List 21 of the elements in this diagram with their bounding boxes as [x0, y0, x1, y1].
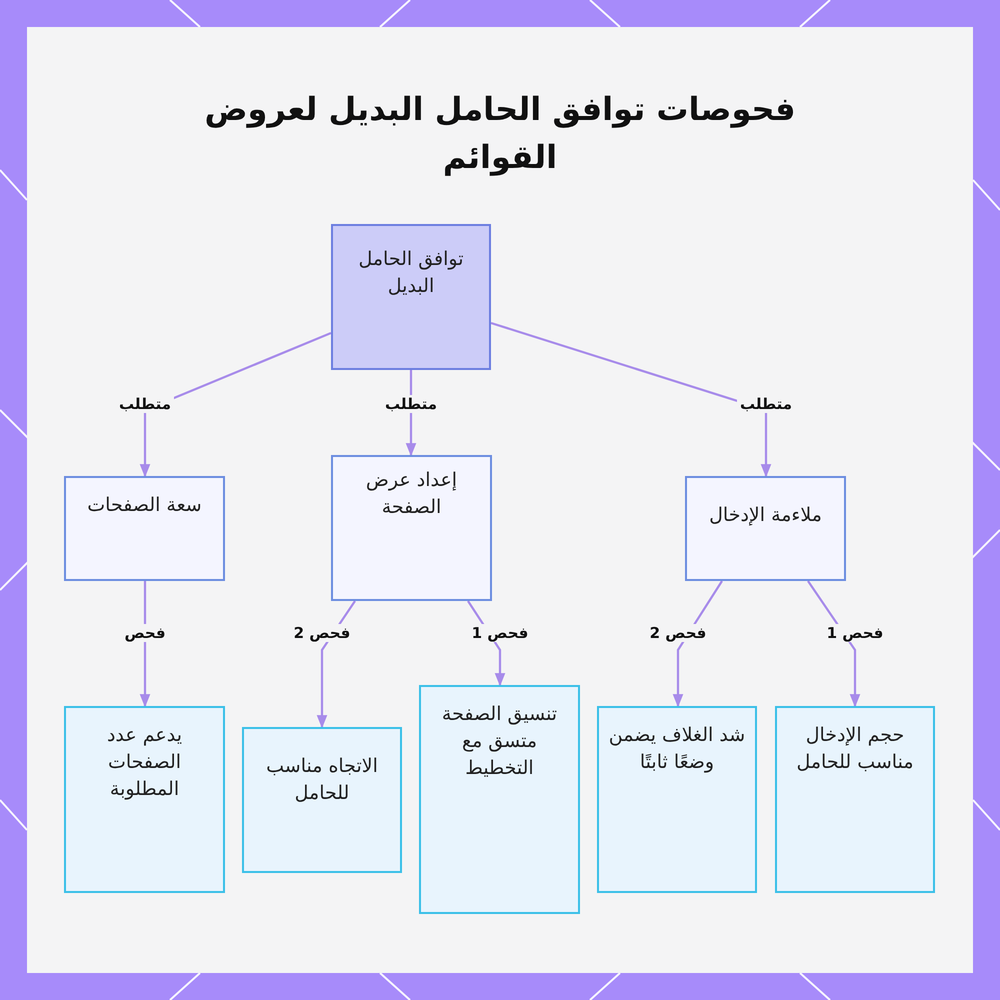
box-text: حجم الإدخال مناسب للحامل [795, 723, 914, 775]
arrow [490, 322, 772, 478]
box-text: الاتجاه مناسب للحامل [265, 754, 379, 806]
check-box [775, 706, 935, 893]
box-text: يدعم عدد الصفحات المطلوبة [106, 723, 184, 802]
category-box [331, 455, 492, 601]
box-text: شد الغلاف يضمن وضعًا ثابتًا [608, 723, 746, 775]
box-text: إعداد عرض الصفحة [364, 468, 458, 520]
check-box [419, 685, 580, 914]
root-box [331, 224, 491, 370]
check-box [597, 706, 757, 893]
box-text: تنسيق الصفحة متسق مع التخطيط [440, 702, 558, 781]
category-box [64, 476, 225, 581]
box-text: توافق الحامل البديل [357, 247, 465, 299]
title: فحوصات توافق الحامل البديل لعروض القوائم [203, 89, 797, 178]
box-text: ملاءمة الإدخال [708, 503, 823, 528]
arrow [140, 332, 332, 478]
check-box [242, 727, 402, 873]
box-text: سعة الصفحات [86, 493, 203, 518]
check-box [64, 706, 225, 893]
category-box [685, 476, 846, 581]
